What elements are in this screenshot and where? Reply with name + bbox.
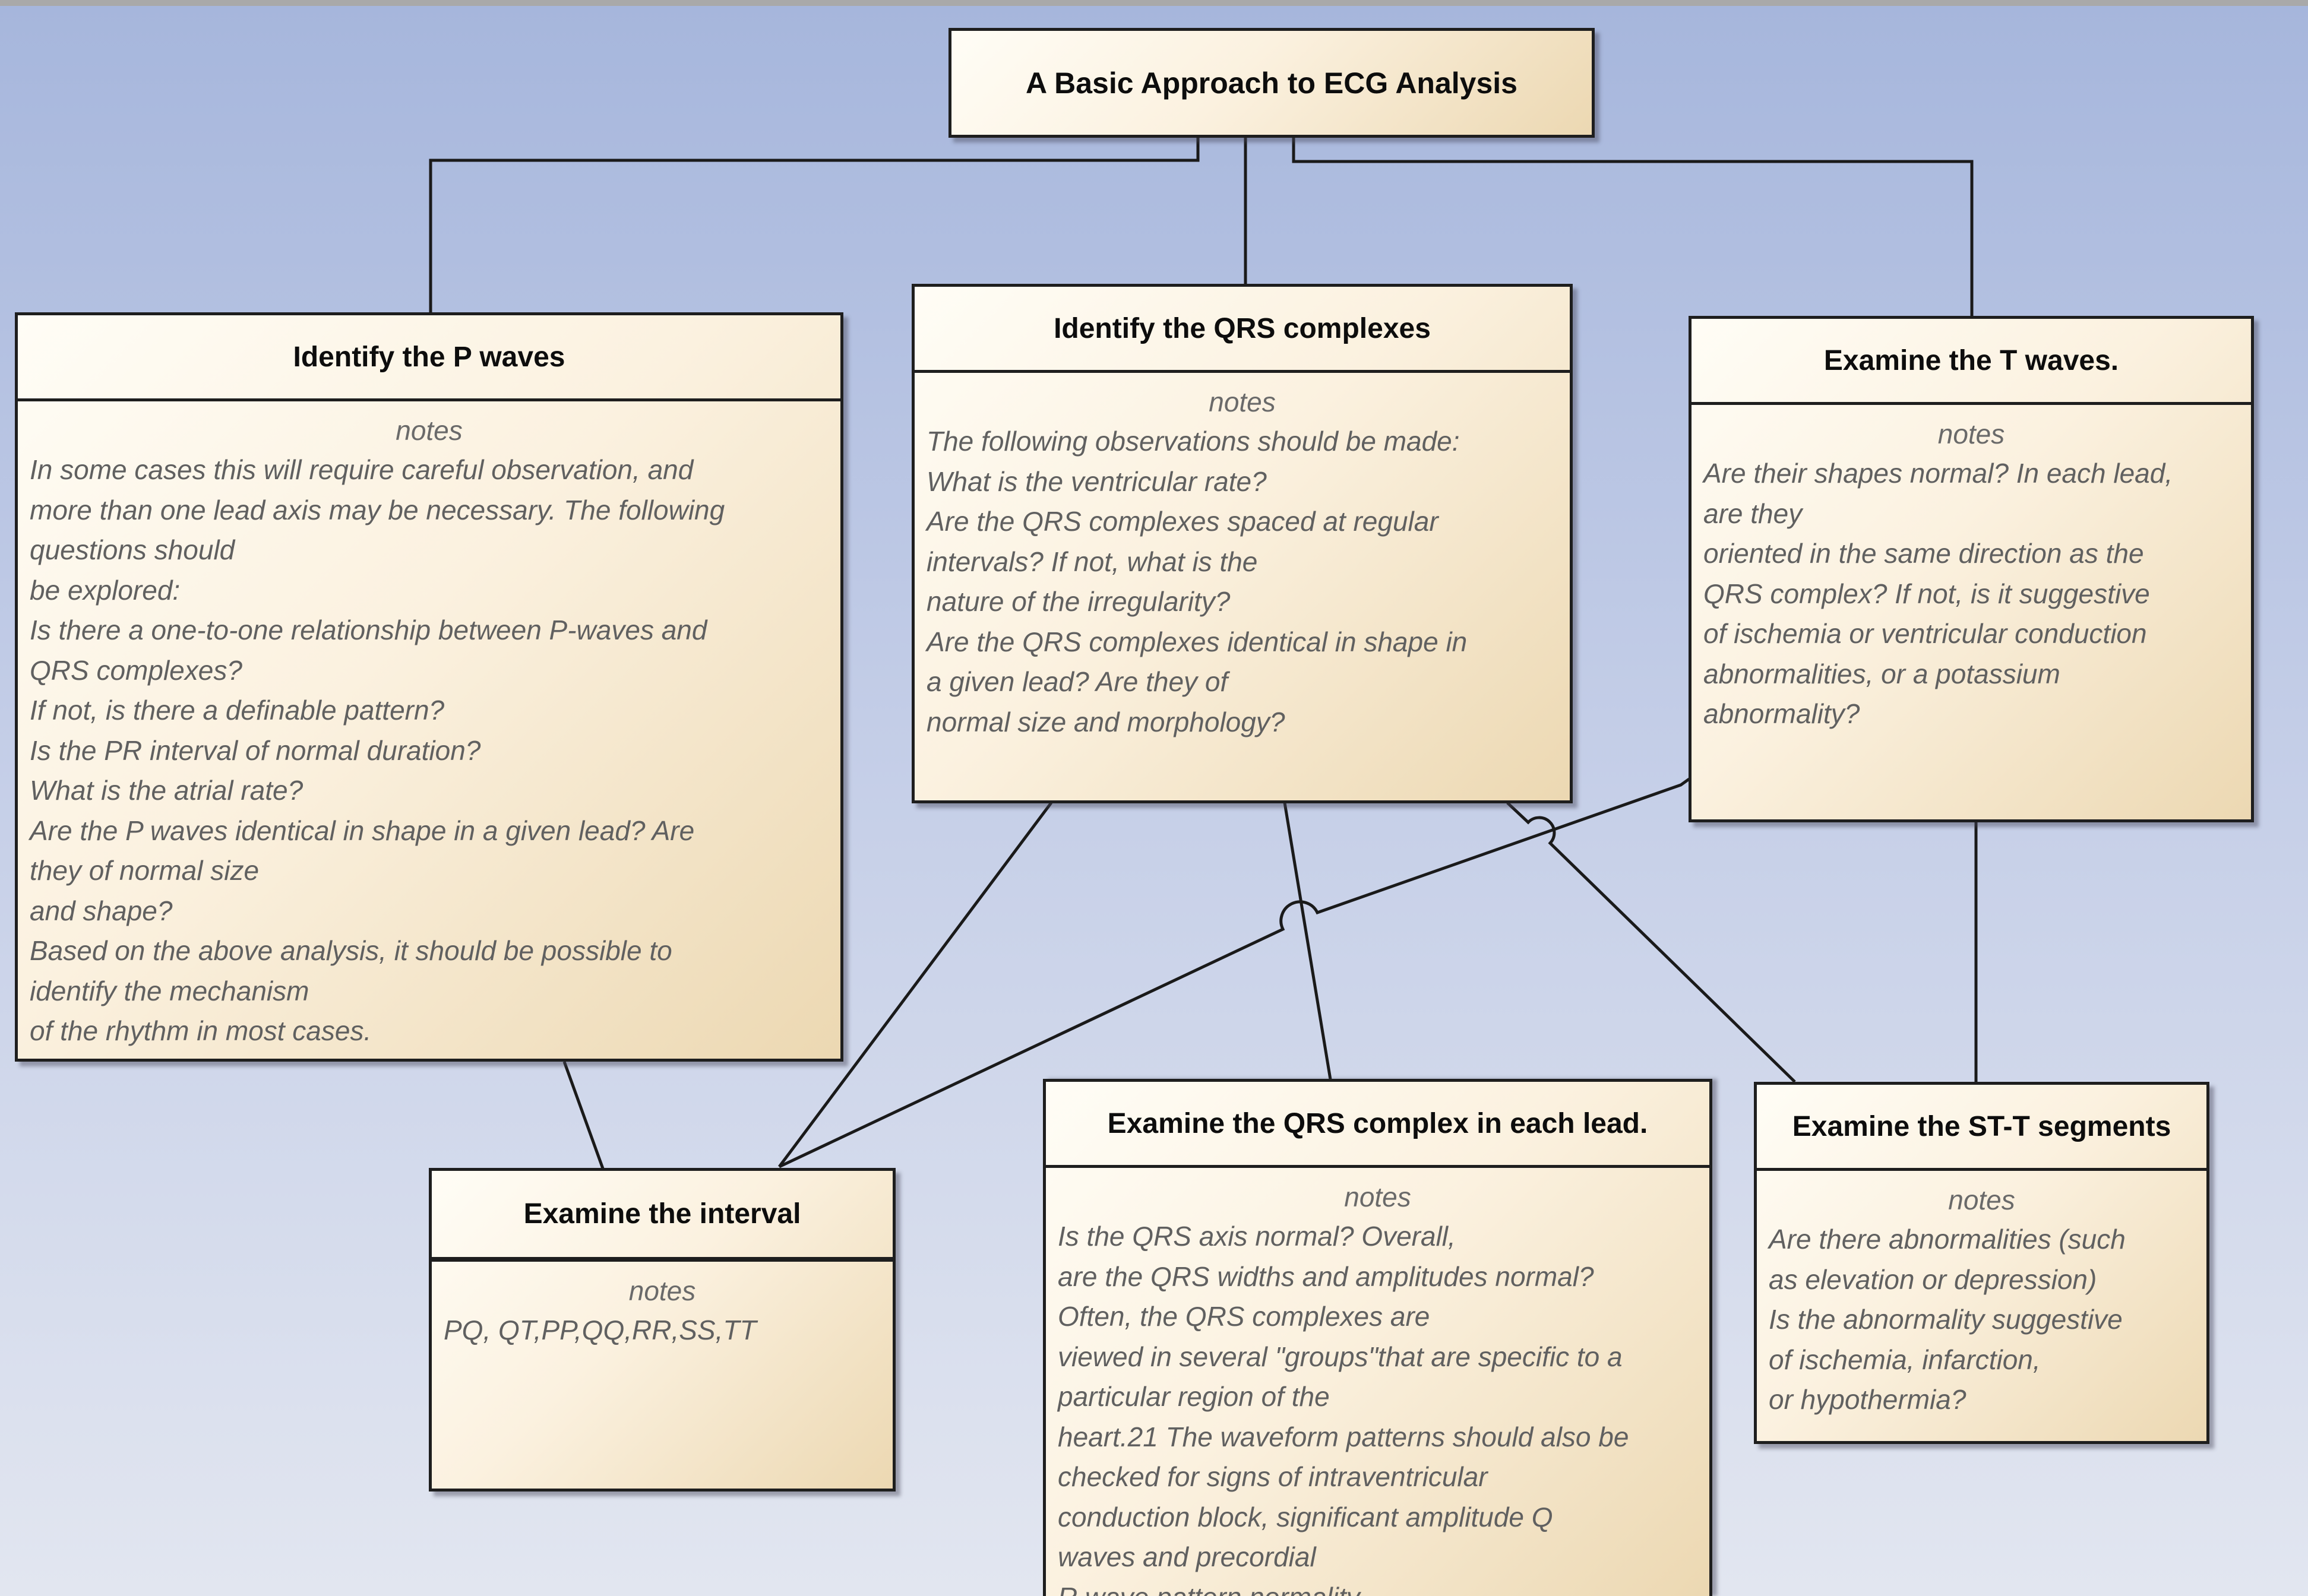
- note-line: identify the mechanism: [30, 975, 309, 1006]
- node-examine-qrs-each-lead[interactable]: Examine the QRS complex in each lead. no…: [1043, 1079, 1712, 1596]
- note-line: they of normal size: [30, 855, 260, 886]
- note-line: Often, the QRS complexes are: [1058, 1301, 1430, 1332]
- note-line: The following observations should be mad…: [927, 426, 1460, 457]
- note-line: oriented in the same direction as the: [1703, 538, 2144, 569]
- node-identify-qrs-complexes[interactable]: Identify the QRS complexes notes The fol…: [912, 284, 1573, 803]
- note-line: questions should: [30, 534, 235, 565]
- node-examine-st-t-segments[interactable]: Examine the ST-T segments notes Are ther…: [1754, 1082, 2209, 1444]
- note-line: Is there a one-to-one relationship betwe…: [30, 615, 707, 645]
- note-line: checked for signs of intraventricular: [1058, 1461, 1488, 1492]
- note-line: of ischemia or ventricular conduction: [1703, 618, 2147, 649]
- notes-label: notes: [628, 1275, 696, 1306]
- node-title: Examine the T waves.: [1823, 344, 2119, 376]
- note-line: intervals? If not, what is the: [927, 546, 1258, 577]
- note-line: R wave pattern normality: [1058, 1578, 1697, 1596]
- note-line: waves and precordial: [1058, 1541, 1316, 1572]
- diagram-title-box[interactable]: A Basic Approach to ECG Analysis: [949, 28, 1595, 138]
- note-line: Are the QRS complexes spaced at regular: [927, 506, 1438, 537]
- note-line: Are the P waves identical in shape in a …: [30, 815, 695, 846]
- notes-section: notes Are their shapes normal? In each l…: [1692, 402, 2251, 744]
- notes-label: notes: [1937, 419, 2005, 449]
- note-line: Is the PR interval of normal duration?: [30, 734, 481, 766]
- note-line: conduction block, significant amplitude …: [1058, 1501, 1553, 1532]
- node-title: Examine the ST-T segments: [1792, 1110, 2171, 1142]
- note-line: In some cases this will require careful …: [30, 454, 694, 485]
- note-line: PQ, QT,PP,QQ,RR,SS,TT: [444, 1315, 757, 1345]
- note-line: viewed in several "groups"that are speci…: [1058, 1341, 1623, 1372]
- note-line: of the rhythm in most cases.: [30, 1015, 372, 1046]
- node-examine-interval[interactable]: Examine the interval notes PQ, QT,PP,QQ,…: [429, 1168, 896, 1492]
- connector-qrs-to-qrs-each-lead[interactable]: [1283, 802, 1332, 1080]
- note-line: nature of the irregularity?: [927, 586, 1231, 617]
- node-title: Examine the interval: [523, 1198, 801, 1230]
- note-line: are they: [1703, 498, 1803, 529]
- note-line: If not, is there a definable pattern?: [30, 695, 445, 726]
- note-line: a given lead? Are they of: [927, 666, 1228, 697]
- note-line: Are their shapes normal? In each lead,: [1703, 458, 2173, 489]
- node-title: Identify the QRS complexes: [1054, 312, 1431, 344]
- note-line: QRS complex? If not, is it suggestive: [1703, 578, 2150, 609]
- note-line: more than one lead axis may be necessary…: [30, 494, 725, 525]
- note-line: abnormality?: [1703, 698, 1860, 729]
- note-line: and shape?: [30, 895, 173, 926]
- node-examine-t-waves[interactable]: Examine the T waves. notes Are their sha…: [1689, 316, 2254, 822]
- note-line: What is the atrial rate?: [30, 775, 303, 806]
- note-line: particular region of the: [1058, 1381, 1330, 1412]
- connector-qrs-to-st-t[interactable]: [1506, 802, 1796, 1083]
- note-line: abnormalities, or a potassium: [1703, 658, 2060, 689]
- note-line: What is the ventricular rate?: [927, 466, 1267, 497]
- node-title: Examine the QRS complex in each lead.: [1107, 1107, 1648, 1139]
- note-line: are the QRS widths and amplitudes normal…: [1058, 1261, 1594, 1292]
- connector-t-waves-to-interval[interactable]: [778, 777, 1690, 1168]
- node-identify-p-waves[interactable]: Identify the P waves notes In some cases…: [15, 312, 843, 1062]
- notes-label: notes: [1344, 1182, 1411, 1212]
- notes-section: notes In some cases this will require ca…: [18, 398, 840, 1059]
- connector-qrs-to-interval[interactable]: [777, 802, 1053, 1168]
- connector-title-to-t-waves[interactable]: [1292, 138, 1974, 317]
- note-line: Is the abnormality suggestive: [1769, 1304, 2123, 1335]
- connector-title-to-p-waves[interactable]: [429, 138, 1200, 315]
- connector-p-waves-to-interval[interactable]: [562, 1061, 605, 1169]
- note-line: Are there abnormalities (such: [1769, 1224, 2126, 1255]
- notes-section: notes Are there abnormalities (such as e…: [1757, 1168, 2206, 1430]
- node-title: Identify the P waves: [293, 341, 565, 373]
- notes-section: notes The following observations should …: [915, 370, 1570, 752]
- note-line: normal size and morphology?: [927, 706, 1285, 737]
- note-line: or hypothermia?: [1769, 1384, 1966, 1415]
- note-line: as elevation or depression): [1769, 1264, 2097, 1295]
- note-line: QRS complexes?: [30, 654, 242, 686]
- diagram-title: A Basic Approach to ECG Analysis: [1026, 66, 1517, 100]
- notes-section: notes PQ, QT,PP,QQ,RR,SS,TT: [432, 1257, 893, 1360]
- notes-label: notes: [1209, 387, 1276, 417]
- note-line: Are the QRS complexes identical in shape…: [927, 626, 1468, 657]
- notes-label: notes: [396, 415, 463, 446]
- note-line: Is the QRS axis normal? Overall,: [1058, 1221, 1456, 1252]
- note-line: be explored:: [30, 574, 181, 606]
- notes-section: notes Is the QRS axis normal? Overall, a…: [1046, 1165, 1709, 1596]
- notes-label: notes: [1948, 1185, 2015, 1215]
- note-line: of ischemia, infarction,: [1769, 1344, 2041, 1375]
- window-top-border: [0, 0, 2308, 6]
- note-line: Based on the above analysis, it should b…: [30, 935, 672, 966]
- note-line: heart.21 The waveform patterns should al…: [1058, 1421, 1629, 1452]
